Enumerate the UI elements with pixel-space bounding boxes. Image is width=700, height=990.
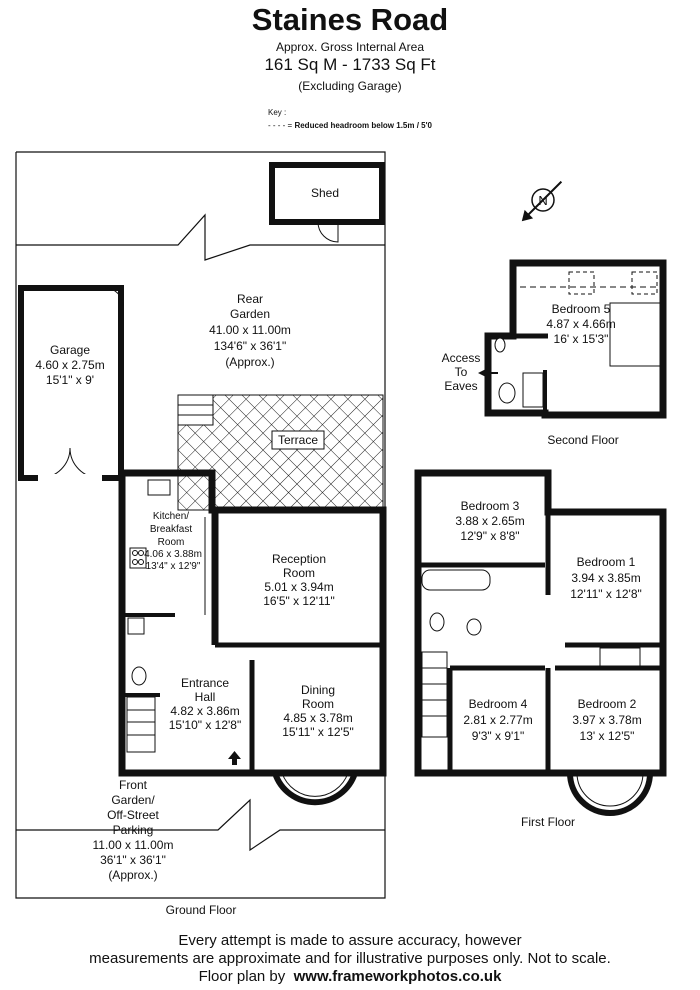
credit-url-link[interactable]: www.frameworkphotos.co.uk [293,968,502,985]
front-garden-name-1: Front [119,778,148,792]
bedroom2-name: Bedroom 2 [578,697,637,711]
front-garden-name-4: Parking [113,823,154,837]
second-floor-fixtures [494,337,544,408]
bedroom1-imperial: 12'11" x 12'8" [570,587,642,601]
dining-name-2: Room [302,697,334,711]
kitchen-name-3: Room [158,537,185,548]
bedroom1-name: Bedroom 1 [577,555,636,569]
dining-room-label: Dining Room 4.85 x 3.78m 15'11" x 12'5" [282,683,354,739]
rear-garden-imperial: 134'6" x 36'1" [214,339,287,353]
reception-name-1: Reception [272,552,326,566]
front-garden-break [16,798,385,852]
reception-metric: 5.01 x 3.94m [264,580,333,594]
shed-label: Shed [311,186,339,200]
entrance-metric: 4.82 x 3.86m [170,704,239,718]
bedroom4-metric: 2.81 x 2.77m [463,713,532,727]
rear-garden-break [16,213,385,261]
bedroom3-label: Bedroom 3 3.88 x 2.65m 12'9" x 8'8" [455,499,524,543]
dining-metric: 4.85 x 3.78m [283,711,352,725]
bedroom1-label: Bedroom 1 3.94 x 3.85m 12'11" x 12'8" [570,555,642,601]
rear-garden-note: (Approx.) [225,355,274,369]
bedroom4-name: Bedroom 4 [469,697,528,711]
terrace-label: Terrace [278,433,318,447]
kitchen-name-1: Kitchen/ [153,511,189,522]
ground-floor-plot [15,151,386,899]
first-floor-caption: First Floor [521,815,575,829]
second-floor-caption: Second Floor [547,433,618,447]
entrance-arrow-icon [228,751,241,765]
kitchen-imperial: 13'4" x 12'9" [146,561,201,572]
ground-floor-walls [118,469,387,806]
front-garden-name-2: Garden/ [111,793,155,807]
bedroom2-imperial: 13' x 12'5" [580,729,635,743]
key-label: Key : [268,108,287,117]
garage-label: Garage 4.60 x 2.75m 15'1" x 9' [35,343,104,387]
rear-garden-metric: 41.00 x 11.00m [209,323,291,337]
area-total: 161 Sq M - 1733 Sq Ft [264,55,436,74]
shed [269,162,385,243]
compass-north-letter: N [538,193,547,208]
front-garden-name-3: Off-Street [107,808,159,822]
eaves-arrow-icon [478,369,498,377]
dining-imperial: 15'11" x 12'5" [282,725,354,739]
bedroom5-name: Bedroom 5 [552,302,611,316]
disclaimer-line-2: measurements are approximate and for ill… [89,950,611,967]
bedroom4-label: Bedroom 4 2.81 x 2.77m 9'3" x 9'1" [463,697,532,743]
bedroom3-name: Bedroom 3 [461,499,520,513]
kitchen-metric: 4.06 x 3.88m [144,549,202,560]
key-text: Reduced headroom below 1.5m / 5'0 [294,121,432,130]
kitchen-name-2: Breakfast [150,524,192,535]
bedroom1-metric: 3.94 x 3.85m [571,571,640,585]
entrance-name-1: Entrance [181,676,229,690]
kitchen-label: Kitchen/ Breakfast Room 4.06 x 3.88m 13'… [144,511,202,572]
bedroom2-label: Bedroom 2 3.97 x 3.78m 13' x 12'5" [572,697,641,743]
terrace-label-box [271,430,325,450]
garage [18,285,124,482]
entrance-name-2: Hall [195,690,216,704]
area-note: (Excluding Garage) [298,79,402,93]
bedroom2-metric: 3.97 x 3.78m [572,713,641,727]
credit-line: Floor plan by www.frameworkphotos.co.uk [0,968,700,985]
key-dash: - - - - = [268,121,293,130]
garage-name: Garage [50,343,90,357]
entrance-hall-label: Entrance Hall 4.82 x 3.86m 15'10" x 12'8… [169,676,242,732]
subtitle: Approx. Gross Internal Area [275,40,425,54]
garage-imperial: 15'1" x 9' [46,373,94,387]
eaves-line-2: To [455,365,468,379]
bedroom3-imperial: 12'9" x 8'8" [460,529,519,543]
bedroom5-label: Bedroom 5 4.87 x 4.66m 16' x 15'3" [546,302,615,346]
eaves-access-label: Access To Eaves [442,351,481,393]
rear-garden-name-2: Garden [230,307,270,321]
second-floor-walls [484,259,667,419]
ground-floor-caption: Ground Floor [166,903,237,917]
bedroom5-metric: 4.87 x 4.66m [546,317,615,331]
entrance-stairs [126,696,156,753]
terrace-steps [177,394,214,426]
entrance-imperial: 15'10" x 12'8" [169,718,242,732]
garage-metric: 4.60 x 2.75m [35,358,104,372]
rear-garden-name-1: Rear [237,292,263,306]
front-garden-imperial: 36'1" x 36'1" [100,853,166,867]
front-garden-metric: 11.00 x 11.00m [93,838,174,852]
eaves-line-3: Eaves [444,379,477,393]
page-title: Staines Road [251,2,449,37]
dining-name-1: Dining [301,683,335,697]
reception-label: Reception Room 5.01 x 3.94m 16'5" x 12'1… [263,552,335,608]
bedroom3-metric: 3.88 x 2.65m [455,514,524,528]
rear-garden-label: Rear Garden 41.00 x 11.00m 134'6" x 36'1… [209,292,291,369]
kitchen-fixtures [127,479,206,686]
first-floor-walls [414,469,667,816]
front-garden-label: Front Garden/ Off-Street Parking 11.00 x… [93,778,174,882]
reception-imperial: 16'5" x 12'11" [263,594,335,608]
bedroom5-imperial: 16' x 15'3" [554,332,609,346]
key-entry: - - - - = Reduced headroom below 1.5m / … [268,121,432,130]
front-garden-note: (Approx.) [108,868,157,882]
disclaimer-line-1: Every attempt is made to assure accuracy… [178,932,522,949]
first-floor-fixtures [421,569,641,738]
credit-prefix: Floor plan by [198,968,286,985]
compass-icon: N [521,180,563,222]
bedroom4-imperial: 9'3" x 9'1" [472,729,524,743]
reception-name-2: Room [283,566,315,580]
eaves-line-1: Access [442,351,481,365]
